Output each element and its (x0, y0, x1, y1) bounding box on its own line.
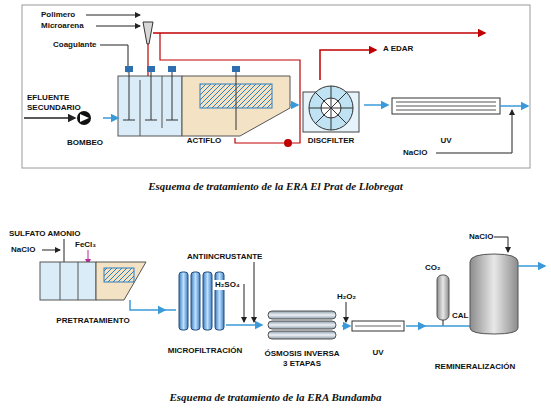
flow-pipe (342, 325, 350, 327)
flow-label: NaClO (468, 232, 494, 242)
flow-label: H₂SO₄ (214, 280, 241, 290)
unit-label: UV (388, 136, 504, 146)
unit-label: PRETRATAMIENTO (38, 316, 148, 326)
process-unit: ACTIFLO (118, 64, 290, 146)
process-unit: MICROFILTRACIÓN (165, 262, 245, 356)
process-unit: PRETRATAMIENTO (38, 258, 148, 326)
flow-pipe (406, 325, 425, 327)
flow-label: Microarena (40, 21, 85, 31)
unit-label: BOMBEO (67, 138, 103, 148)
process-unit: UV (350, 316, 406, 358)
flow-label: SULFATO AMONIO (8, 229, 81, 239)
process-unit: ÓSMOSIS INVERSA 3 ETAPAS (262, 305, 342, 369)
unit-label: UV (350, 348, 406, 358)
unit-label: ACTIFLO (118, 136, 290, 146)
flow-label: A EDAR (382, 44, 414, 54)
flow-pipe (103, 117, 118, 119)
caption: Esquema de tratamiento de la ERA El Prat… (0, 180, 551, 192)
flow-pipe (364, 104, 388, 106)
unit-label: MICROFILTRACIÓN (165, 346, 245, 356)
flow-label: NaClO (10, 245, 36, 255)
process-unit: UV (388, 92, 504, 146)
flow-label: Coagulante (52, 40, 98, 50)
flow-label: CO₂ (424, 263, 442, 273)
flow-label: H₂O₂ (336, 292, 357, 302)
flow-pipe (290, 104, 298, 106)
flow-label: FeCl₃ (74, 240, 97, 250)
caption: Esquema de tratamiento de la ERA Bundamb… (0, 391, 551, 403)
flow-pipe (245, 324, 262, 326)
flow-label: NaClO (402, 148, 428, 158)
process-unit: DISCFILTER (298, 78, 364, 146)
flow-pipe (148, 309, 165, 311)
flow-label: Polimero (40, 10, 76, 20)
unit-label: DISCFILTER (298, 136, 364, 146)
flow-label: EFLUENTE SECUNDARIO (26, 93, 86, 113)
flow-label: ANTIINCRUSTANTE (186, 252, 263, 262)
flow-label: CAL (451, 311, 469, 321)
unit-label: REMINERALIZACIÓN (425, 362, 525, 372)
unit-label: ÓSMOSIS INVERSA 3 ETAPAS (262, 349, 342, 369)
